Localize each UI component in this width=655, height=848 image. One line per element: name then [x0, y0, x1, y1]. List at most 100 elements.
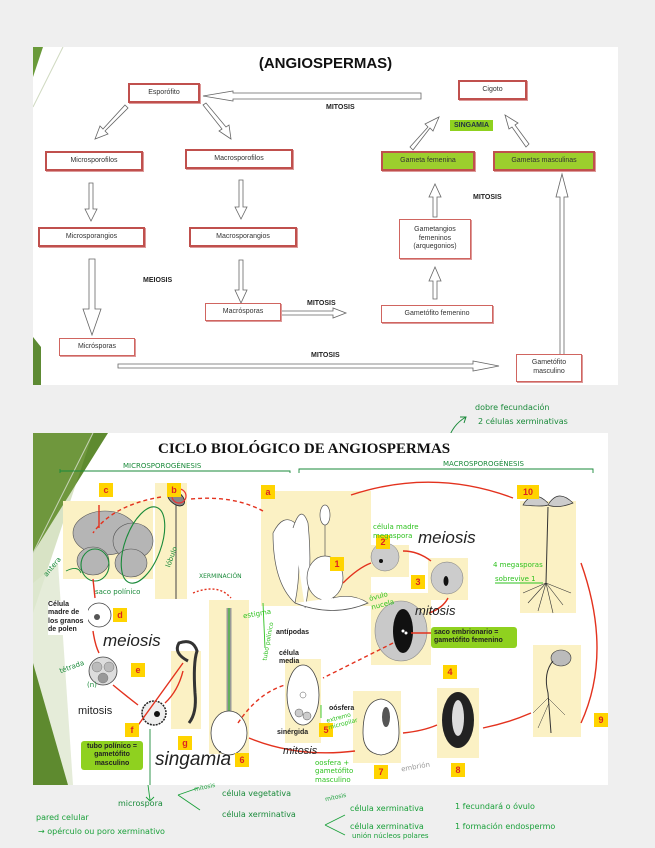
label-macrosporogenesis: MACROSPOROGÉNESIS — [443, 460, 524, 468]
box-esporofito: Esporófito — [128, 83, 200, 103]
label-celula-madre: Célula madre de los granos de polen — [48, 601, 88, 635]
arrow-germination — [192, 588, 232, 599]
note-celula-xerminativa-1: célula xerminativa — [350, 804, 424, 813]
tag-a: a — [261, 485, 275, 499]
note-celula-madre-megaspora: célula madre megaspora — [373, 523, 419, 541]
box-gametangios-femeninos: Gametangios femeninos (arquegonios) — [399, 219, 471, 259]
arrow-e-to-f — [112, 684, 139, 706]
antera-illustration — [72, 510, 154, 578]
box-microsporangios: Microsporangios — [38, 227, 145, 247]
life-cycle-illustrations — [65, 481, 598, 785]
note-xerminacion: XERMINACIÓN — [199, 573, 242, 580]
slide-decoration — [33, 433, 108, 785]
tag-6: 6 — [235, 753, 249, 767]
label-celula-media: célula media — [279, 650, 300, 666]
arrow-antera-to-d — [92, 578, 96, 599]
note-megasporas: 4 megasporas — [493, 561, 543, 569]
box-macrosporangios: Macrosporangios — [189, 227, 297, 247]
note-sobrevive: sobrevive 1 — [495, 575, 536, 583]
label-meiosis-right: meiosis — [418, 528, 476, 547]
page-title: CICLO BIOLÓGICO DE ANGIOSPERMAS — [158, 441, 451, 457]
notes-connectors — [145, 784, 346, 836]
box-gametofito-femenino: Gametófito femenino — [381, 305, 493, 323]
label-mitosis-right: MITOSIS — [473, 194, 502, 201]
box-gameta-femenina: Gameta femenina — [381, 151, 475, 171]
note-celula-vegetativa: célula vegetativa — [222, 789, 291, 798]
arrow-esporofito-macrosporofilos — [202, 102, 232, 140]
label-antipodas: antípodas — [276, 629, 310, 636]
note-microspora: microspora — [118, 799, 163, 808]
tag-10: 10 — [517, 485, 539, 499]
tag-d: d — [113, 608, 127, 622]
note-pared-celular: pared celular — [36, 813, 89, 822]
annotation-dobre-fecundacion: dobre fecundación — [475, 403, 550, 412]
arrow-macrosporangios-macrosporas — [234, 259, 248, 304]
label-mitosis-bottom: MITOSIS — [311, 352, 340, 359]
arrow-10-to-1 — [350, 481, 514, 499]
arrow-gametofito-masculino-gametas — [555, 172, 569, 358]
box-microsporas: Micrósporas — [59, 338, 135, 356]
arrow-microsporas-gametofito-masculino — [117, 360, 500, 372]
tag-4: 4 — [443, 665, 457, 679]
label-saco-embrionario: saco embrionario = gametófito femenino — [431, 627, 517, 648]
arrow-3-to-4 — [428, 597, 449, 614]
label-mitosis-bottom: mitosis — [283, 745, 318, 757]
note-fecundara-ovulo: 1 fecundará o óvulo — [455, 802, 535, 811]
arrow-6-to-7 — [248, 737, 356, 754]
arrow-gametas-masculinas-cigoto — [504, 114, 530, 148]
arrow-gameta-femenina-cigoto — [409, 116, 440, 151]
tag-7: 7 — [374, 765, 388, 779]
label-singamia: SINGAMIA — [450, 120, 493, 131]
arrow-microsporofilos-microsporangios — [84, 182, 98, 222]
label-oosfera: oósfera — [329, 705, 355, 712]
arrow-cigoto-esporofito — [202, 90, 422, 102]
arrow-b-to-c — [92, 496, 162, 534]
arrow-f-to-g — [164, 670, 184, 704]
note-operculo: → opérculo ou poro xerminativo — [38, 827, 165, 836]
note-oosfera-gametofito: oosfera + gametófito masculino — [315, 759, 354, 784]
note-formacion-endospermo: 1 formación endospermo — [455, 822, 556, 831]
note-celula-xerminativa-2: célula xerminativa — [350, 822, 424, 831]
label-meiosis: MEIOSIS — [143, 277, 173, 284]
slide-decoration — [33, 47, 64, 385]
arrow-esporofito-microsporofilos — [94, 104, 129, 140]
box-macrosporofilos: Macrosporofilos — [185, 149, 293, 169]
note-celula-xerminativa: célula xerminativa — [222, 810, 296, 819]
label-sinergida: sinérgida — [277, 729, 309, 736]
arrow-2-to-3 — [402, 550, 432, 562]
tag-8: 8 — [451, 763, 465, 777]
section-brackets — [59, 468, 594, 473]
box-microsporofilos: Microsporofilos — [45, 151, 143, 171]
tag-b: b — [167, 483, 181, 497]
arrow-gametangios-gameta-femenina — [428, 183, 442, 218]
arrow-8-to-9 — [482, 712, 532, 729]
arrow-7-to-8 — [402, 724, 438, 734]
box-gametas-masculinas: Gametas masculinas — [493, 151, 595, 171]
arrow-tubo-pointer — [130, 662, 184, 736]
annotation-celulas-xerminativas: 2 células xerminativas — [478, 417, 568, 426]
tag-9: 9 — [594, 713, 608, 727]
arrow-6-to-5 — [237, 684, 286, 724]
arrow-macrosporofilos-macrosporangios — [234, 179, 248, 220]
tag-g: g — [178, 736, 192, 750]
label-mitosis-mid: MITOSIS — [307, 300, 336, 307]
note-saco-polinico: saco polínico — [95, 588, 141, 596]
arrow-d-to-e — [92, 630, 100, 654]
label-meiosis-left: meiosis — [103, 631, 161, 650]
page-title: (ANGIOSPERMAS) — [258, 55, 393, 72]
arrow-9-to-10 — [580, 562, 598, 724]
slide-ciclo-biologico: CICLO BIOLÓGICO DE ANGIOSPERMAS MICROSPO… — [33, 433, 608, 785]
flow-arrows — [82, 90, 569, 372]
label-mitosis-left: mitosis — [78, 705, 113, 717]
tag-3: 3 — [411, 575, 425, 589]
tag-1: 1 — [330, 557, 344, 571]
tag-c: c — [99, 483, 113, 497]
label-microsporogenesis: MICROSPOROGÉNESIS — [123, 462, 202, 470]
note-union-nucleos: unión núcleos polares — [352, 832, 429, 840]
box-cigoto: Cigoto — [458, 80, 527, 100]
tag-5: 5 — [319, 723, 333, 737]
arrow-1-to-2 — [342, 562, 372, 584]
tag-e: e — [131, 663, 145, 677]
label-tubo-polinico: tubo polínico = gametófito masculino — [81, 741, 143, 771]
label-mitosis-right: mitosis — [415, 603, 456, 618]
